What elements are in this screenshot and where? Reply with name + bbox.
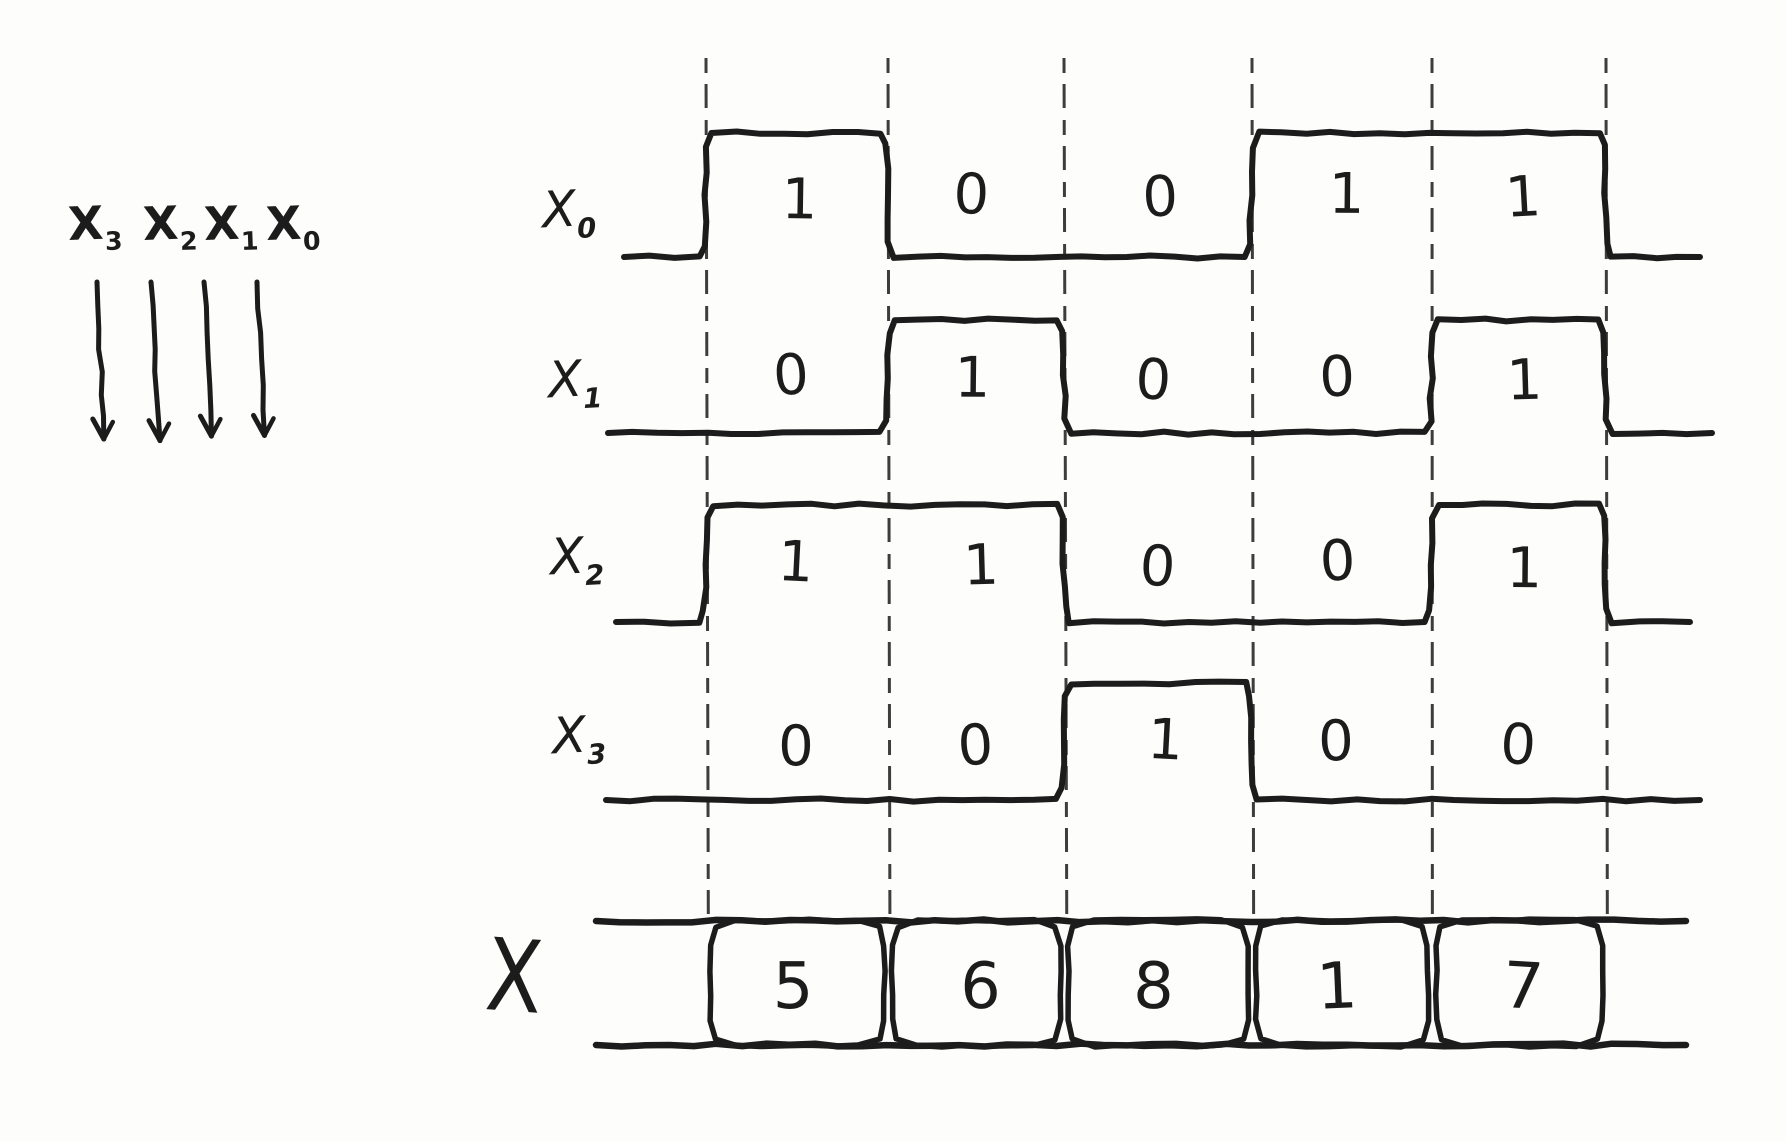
bit-value: 0 (1134, 347, 1173, 414)
bit-value: 1 (1146, 707, 1185, 774)
down-arrow-icon (146, 418, 163, 444)
bus-cell (1064, 916, 1252, 1050)
down-arrow-icon (209, 416, 223, 439)
bit-order-legend: X3 X2 X1 X0 (58, 196, 348, 286)
bit-value: 1 (1328, 162, 1364, 227)
clock-boundary-line (886, 57, 892, 919)
down-arrow-icon (251, 412, 267, 438)
legend-label-x1: X1 (202, 195, 261, 257)
bit-value: 0 (1319, 528, 1357, 594)
clock-boundary-line (1604, 57, 1609, 919)
bit-value: 0 (956, 712, 995, 779)
bit-value: 1 (1506, 348, 1544, 414)
bit-value: 0 (778, 714, 814, 779)
bit-value: 0 (771, 342, 811, 409)
signal-label-x0: X0 (540, 179, 598, 245)
waveform-x0 (621, 128, 1703, 262)
bus-value: 8 (1132, 950, 1175, 1025)
waveform-x2 (613, 500, 1693, 627)
bus-value: 5 (773, 950, 814, 1024)
bit-value: 1 (954, 345, 990, 410)
down-arrow-icon (101, 419, 116, 442)
bit-value: 1 (776, 529, 815, 596)
legend-label-x0: X0 (264, 195, 323, 257)
down-arrow-icon (262, 416, 276, 438)
down-arrow-icon (201, 279, 214, 439)
bit-value: 1 (1503, 164, 1542, 231)
signal-label-x3: X3 (550, 705, 608, 771)
bus-label: X (482, 916, 547, 1037)
bit-value: 1 (1506, 536, 1542, 601)
bit-value: 0 (1317, 709, 1354, 775)
down-arrow-icon (148, 279, 163, 444)
down-arrow-icon (254, 279, 267, 438)
bit-value: 0 (952, 162, 990, 228)
bus-value: 1 (1315, 949, 1359, 1025)
waveform-x3 (603, 678, 1703, 805)
legend-label-x3: X3 (66, 195, 125, 257)
down-arrow-icon (157, 421, 172, 443)
bus-cell (707, 916, 888, 1050)
bit-value: 1 (962, 533, 1000, 599)
bus-cell (1432, 916, 1606, 1050)
bus-cell (1252, 917, 1432, 1050)
bit-value: 0 (1138, 533, 1178, 600)
bus-value: 6 (959, 950, 1001, 1025)
bus-value: 7 (1500, 949, 1545, 1025)
down-arrow-icon (90, 416, 107, 442)
waveform-x1 (605, 315, 1715, 438)
bit-value: 0 (1141, 164, 1179, 230)
bit-value: 1 (781, 167, 818, 233)
down-arrow-icon (94, 279, 107, 442)
bit-value: 0 (1498, 712, 1537, 779)
bus-cell (888, 916, 1064, 1050)
signal-label-x1: X1 (546, 349, 604, 415)
clock-boundary-line (1062, 57, 1069, 919)
signal-label-x2: X2 (548, 526, 606, 592)
legend-label-x2: X2 (141, 195, 200, 257)
clock-boundary-line (704, 57, 710, 919)
bit-value: 0 (1318, 344, 1356, 410)
down-arrow-icon (197, 413, 214, 439)
